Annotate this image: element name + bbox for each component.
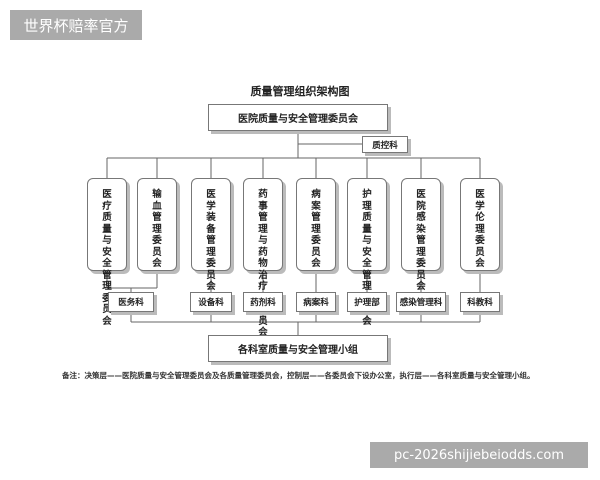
- watermark-top-left: 世界杯赔率官方: [10, 10, 142, 40]
- dept-medical-affairs: 医务科: [108, 292, 154, 312]
- dept-nursing: 护理部: [347, 292, 387, 312]
- committee-nursing-quality: 护理质量与安全管理委员会: [347, 178, 387, 327]
- committee-medical-quality: 医疗质量与安全管理委员会: [87, 178, 127, 327]
- dept-infection-control: 感染管理科: [396, 292, 446, 312]
- dept-medical-records: 病案科: [296, 292, 336, 312]
- bottom-group-box: 各科室质量与安全管理小组: [208, 335, 388, 362]
- top-committee-box: 医院质量与安全管理委员会: [208, 104, 388, 131]
- committee-medical-ethics: 医学伦理委员会: [460, 178, 500, 271]
- committee-pharmacy: 药事管理与药物治疗学委员会: [243, 178, 283, 338]
- dept-equipment: 设备科: [190, 292, 232, 312]
- dept-science-education: 科教科: [460, 292, 500, 312]
- watermark-bottom-right: pc-2026shijiebeiodds.com: [370, 442, 588, 468]
- committee-infection-control: 医院感染管理委员会: [401, 178, 441, 292]
- diagram-title: 质量管理组织架构图: [250, 85, 350, 98]
- dept-pharmacy: 药剂科: [243, 292, 283, 312]
- control-office-box: 质控科: [362, 136, 408, 153]
- committee-blood-transfusion: 输血管理委员会: [137, 178, 177, 271]
- committee-medical-equipment: 医学装备管理委员会: [191, 178, 231, 292]
- diagram-note: 备注：决策层——医院质量与安全管理委员会及各质量管理委员会，控制层——各委员会下…: [62, 371, 535, 380]
- committee-medical-records: 病案管理委员会: [296, 178, 336, 271]
